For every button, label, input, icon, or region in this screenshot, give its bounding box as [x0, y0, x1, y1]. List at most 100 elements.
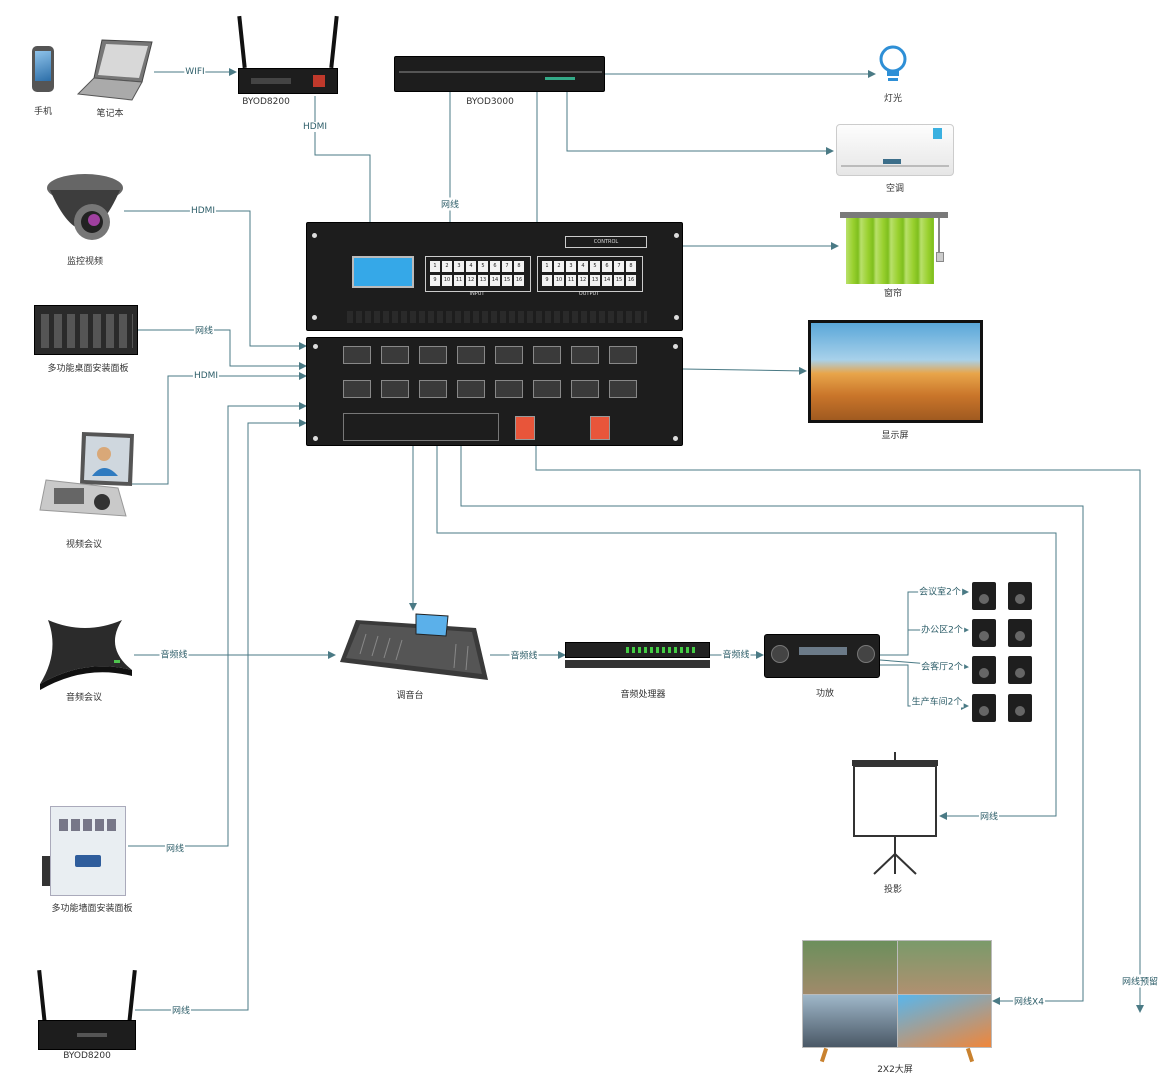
edge-label-net-reserve: 网线预留 [1120, 974, 1160, 988]
io-card-port [457, 346, 485, 364]
laptop-label: 笔记本 [96, 109, 124, 119]
input-key-14[interactable]: 14 [490, 275, 500, 286]
phone-label: 手机 [33, 107, 53, 117]
projector-screen-icon [850, 752, 940, 876]
speaker-icon [972, 619, 996, 647]
io-card-port [495, 380, 523, 398]
speaker-icon [1008, 582, 1032, 610]
input-key-12[interactable]: 12 [466, 275, 476, 286]
input-key-6[interactable]: 6 [490, 261, 500, 272]
wire-projector [436, 446, 1057, 820]
output-key-10[interactable]: 10 [554, 275, 564, 286]
output-key-13[interactable]: 13 [590, 275, 600, 286]
input-key-1[interactable]: 1 [430, 261, 440, 272]
output-key-9[interactable]: 9 [542, 275, 552, 286]
edge-label-net-byod-bottom: 网线 [170, 1003, 192, 1017]
videowall-label: 2X2大屏 [877, 1065, 913, 1075]
input-key-5[interactable]: 5 [478, 261, 488, 272]
edge-label-hdmi-camera: HDMI [189, 206, 217, 216]
input-key-3[interactable]: 3 [454, 261, 464, 272]
output-key-4[interactable]: 4 [578, 261, 588, 272]
input-key-9[interactable]: 9 [430, 275, 440, 286]
projector-label: 投影 [883, 885, 903, 895]
output-key-15[interactable]: 15 [614, 275, 624, 286]
input-key-4[interactable]: 4 [466, 261, 476, 272]
input-key-11[interactable]: 11 [454, 275, 464, 286]
wire-byod-bottom [135, 419, 307, 1011]
edge-label-hdmi-video: HDMI [192, 371, 220, 381]
control-text: CONTROL [593, 239, 619, 245]
speaker-icon [1008, 694, 1032, 722]
output-key-8[interactable]: 8 [626, 261, 636, 272]
wall-panel-label: 多功能墙面安装面板 [51, 904, 133, 914]
output-key-1[interactable]: 1 [542, 261, 552, 272]
videowall-icon [802, 940, 992, 1064]
byod8200-top-icon [236, 15, 340, 96]
speaker-icon [972, 694, 996, 722]
input-key-13[interactable]: 13 [478, 275, 488, 286]
io-card-port [343, 346, 371, 364]
byod8200-top-label: BYOD8200 [242, 97, 290, 107]
output-key-11[interactable]: 11 [566, 275, 576, 286]
wire-video [130, 372, 307, 485]
audio-conf-label: 音频会议 [65, 693, 103, 703]
input-key-7[interactable]: 7 [502, 261, 512, 272]
wire-reserve [535, 446, 1144, 1013]
input-key-16[interactable]: 16 [514, 275, 524, 286]
io-card-port [457, 380, 485, 398]
input-key-2[interactable]: 2 [442, 261, 452, 272]
edge-label-net-desk: 网线 [193, 323, 215, 337]
speaker-icon [972, 656, 996, 684]
output-key-5[interactable]: 5 [590, 261, 600, 272]
byod8200-bottom-label: BYOD8200 [63, 1051, 111, 1061]
io-card-port [343, 380, 371, 398]
input-key-10[interactable]: 10 [442, 275, 452, 286]
desk-panel-icon [34, 305, 138, 355]
byod8200-bottom-icon [36, 969, 138, 1050]
input-key-8[interactable]: 8 [514, 261, 524, 272]
speaker-icon [1008, 656, 1032, 684]
laptop-icon [76, 38, 154, 102]
control-header: CONTROL [565, 236, 647, 248]
byod3000-label: BYOD3000 [466, 97, 514, 107]
output-key-3[interactable]: 3 [566, 261, 576, 272]
input-caption: INPUT [469, 291, 485, 297]
camera-icon [44, 170, 126, 252]
edge-label-net-wall: 网线 [164, 841, 186, 855]
wire-display [682, 366, 807, 375]
mixer-console-icon [336, 606, 490, 688]
phone-icon [32, 46, 54, 92]
wall-panel-icon [42, 804, 128, 898]
io-card-port [609, 346, 637, 364]
io-card-port [571, 346, 599, 364]
display-screen-icon [808, 320, 983, 423]
wire-ac [566, 92, 834, 155]
edge-label-net-projector: 网线 [978, 809, 1000, 823]
output-key-14[interactable]: 14 [602, 275, 612, 286]
edge-label-hdmi-byod: HDMI [301, 122, 329, 132]
desk-panel-label: 多功能桌面安装面板 [47, 364, 129, 374]
edge-label-audio-conf: 音频线 [159, 647, 189, 661]
speaker-label-workshop: 生产车间2个 [910, 694, 964, 708]
input-key-15[interactable]: 15 [502, 275, 512, 286]
output-key-16[interactable]: 16 [626, 275, 636, 286]
light-label: 灯光 [883, 94, 903, 104]
edge-label-audio-proc: 音频线 [721, 647, 751, 661]
wire-desk [138, 329, 307, 370]
speaker-icon [972, 582, 996, 610]
output-key-2[interactable]: 2 [554, 261, 564, 272]
output-key-12[interactable]: 12 [578, 275, 588, 286]
video-conf-label: 视频会议 [65, 540, 103, 550]
edge-label-audio-mixer: 音频线 [509, 648, 539, 662]
wire-hdmi-byod [314, 96, 371, 222]
output-key-7[interactable]: 7 [614, 261, 624, 272]
audio-conference-icon [34, 618, 136, 690]
output-key-6[interactable]: 6 [602, 261, 612, 272]
edge-label-net-bigscreen: 网线X4 [1013, 994, 1045, 1008]
amplifier-label: 功放 [815, 689, 835, 699]
